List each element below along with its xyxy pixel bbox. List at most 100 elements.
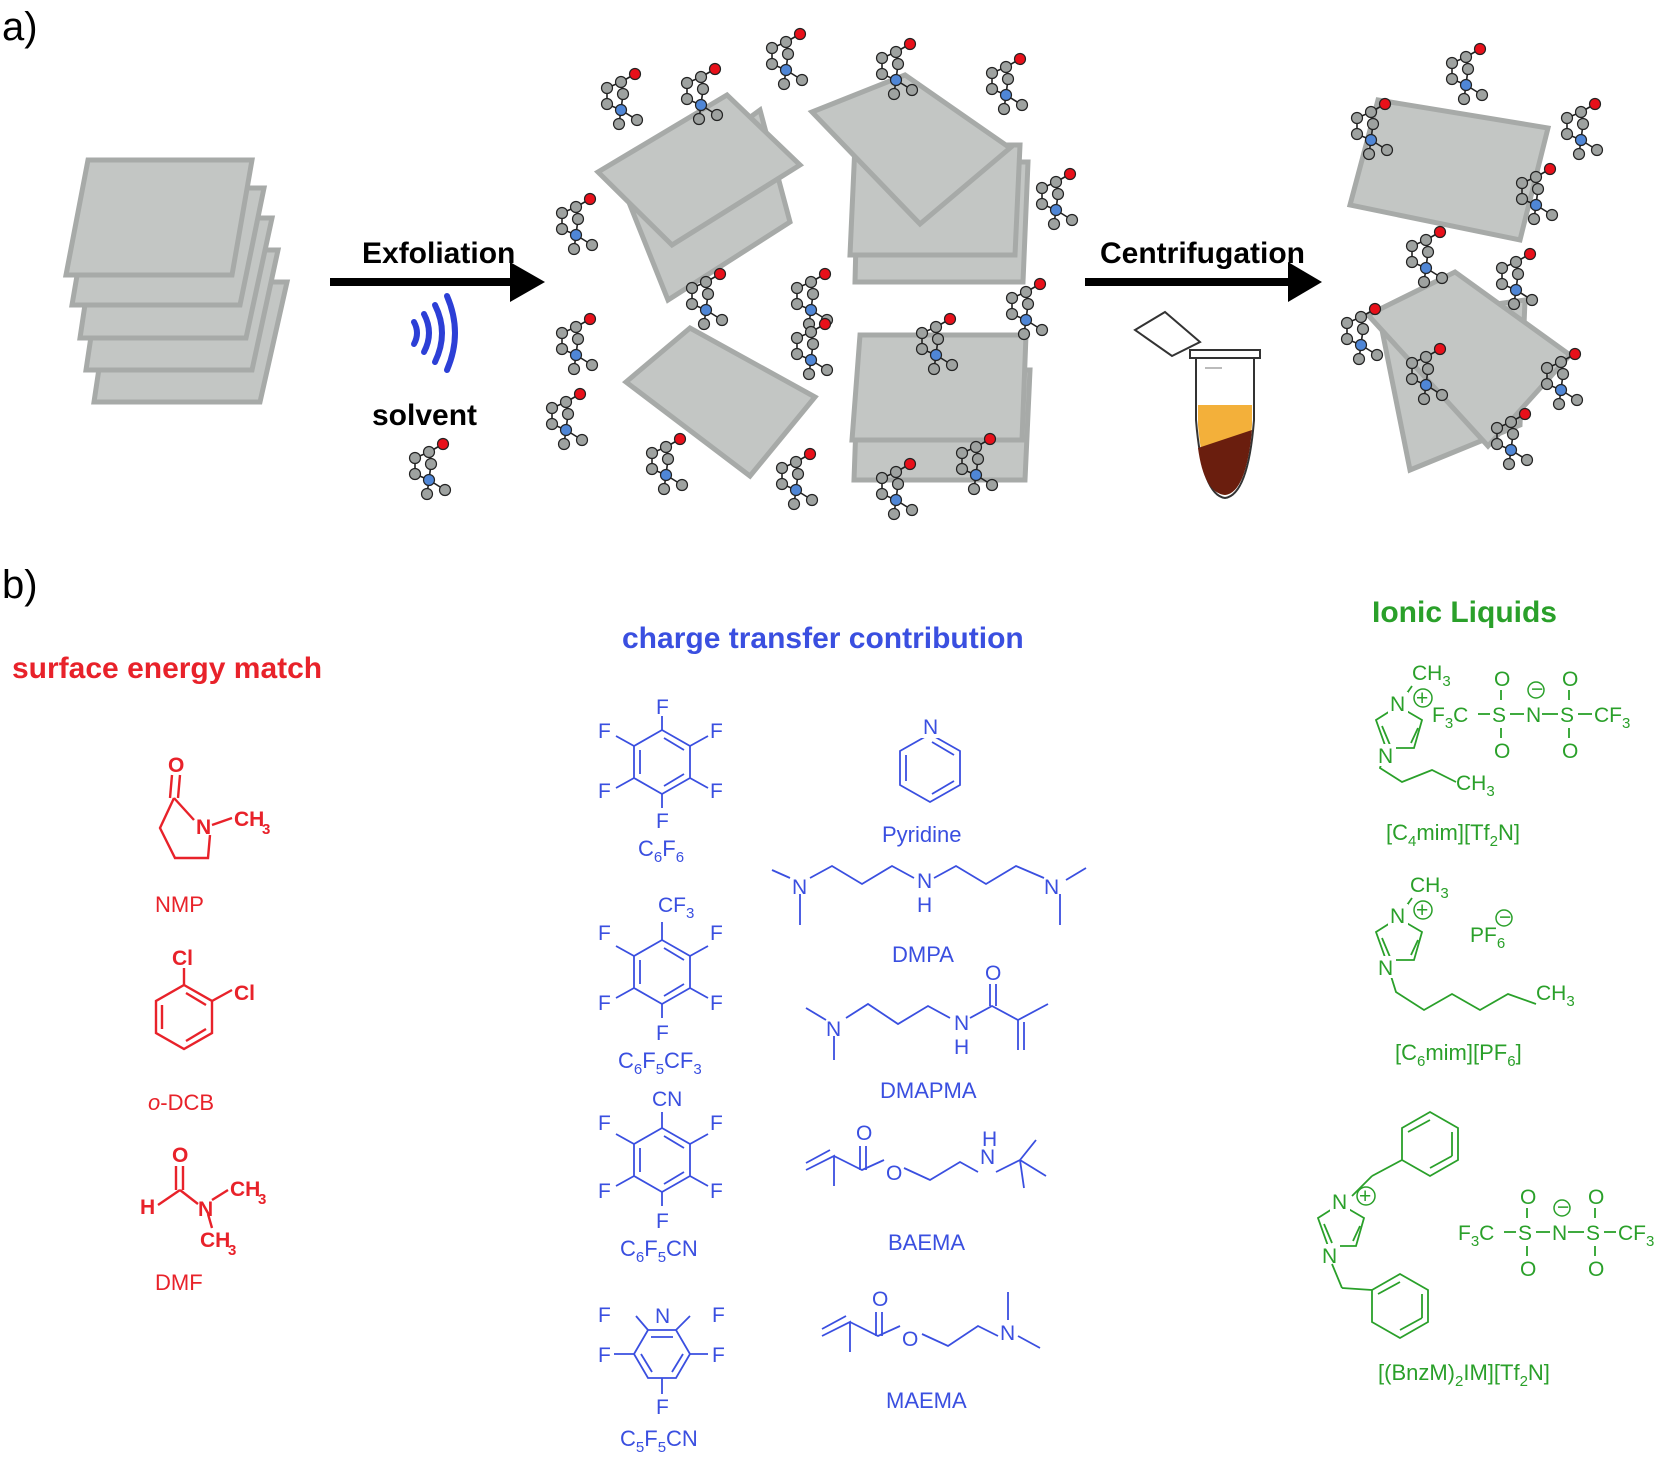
- dmf-structure: O H N CH 3 CH 3: [140, 1144, 266, 1259]
- svg-text:F3C: F3C: [1432, 704, 1468, 732]
- svg-text:F: F: [710, 780, 723, 803]
- svg-text:N: N: [792, 876, 807, 899]
- c6f6-label: C6F6: [638, 836, 684, 866]
- dcb-label: o-DCB: [148, 1090, 214, 1115]
- svg-text:O: O: [1520, 1186, 1536, 1209]
- c6f5cf3-structure: CF3 F F F F F: [598, 894, 723, 1045]
- svg-text:F: F: [712, 1344, 725, 1367]
- svg-text:N: N: [1044, 876, 1059, 899]
- exfoliation-arrow: [330, 262, 545, 302]
- svg-text:F: F: [598, 1112, 611, 1135]
- svg-text:CH3: CH3: [1410, 874, 1449, 902]
- c6f5cn-structure: CN F F F F F: [598, 1088, 723, 1233]
- svg-text:N: N: [1000, 1322, 1015, 1345]
- centrifuge-tube-icon: [1133, 310, 1261, 500]
- dmf-n: N: [198, 1198, 213, 1221]
- svg-text:CF3: CF3: [658, 894, 694, 922]
- svg-text:F: F: [712, 1304, 725, 1327]
- svg-text:N: N: [917, 870, 932, 893]
- dmf-o: O: [172, 1144, 188, 1167]
- final-sheets: [1346, 97, 1574, 474]
- svg-text:F: F: [598, 780, 611, 803]
- nmp-o: O: [168, 754, 184, 777]
- svg-text:O: O: [1588, 1186, 1604, 1209]
- panel-a-label: a): [2, 5, 38, 49]
- svg-text:O: O: [1494, 740, 1510, 763]
- dmf-ch3a: CH: [230, 1178, 260, 1201]
- il3-label: [(BnzM)2IM][Tf2N]: [1378, 1360, 1550, 1390]
- svg-text:O: O: [856, 1122, 872, 1145]
- svg-text:CF3: CF3: [1618, 1222, 1654, 1250]
- bulk-stack: [62, 157, 291, 405]
- charge-transfer-title: charge transfer contribution: [622, 622, 1024, 655]
- svg-text:N: N: [1378, 745, 1393, 768]
- svg-text:CN: CN: [652, 1088, 682, 1111]
- maema-label: MAEMA: [886, 1388, 967, 1413]
- svg-text:−: −: [1531, 678, 1543, 701]
- baema-label: BAEMA: [888, 1230, 965, 1255]
- c5f5cn-label: C5F5CN: [620, 1426, 698, 1456]
- nmp-ch3-sub: 3: [262, 821, 270, 838]
- nmp-ch3: CH: [234, 808, 264, 831]
- panel-b-label: b): [2, 563, 38, 607]
- dmpa-label: DMPA: [892, 942, 954, 967]
- c5f5cn-structure: N F F F F F: [598, 1304, 725, 1419]
- nmp-n: N: [196, 816, 211, 839]
- svg-text:F: F: [656, 1022, 669, 1045]
- dmapma-structure: N N H O: [805, 962, 1049, 1060]
- dispersion-sheets: [593, 72, 1033, 483]
- svg-text:CF3: CF3: [1594, 704, 1630, 732]
- svg-text:O: O: [985, 962, 1001, 985]
- svg-text:N: N: [1332, 1191, 1347, 1214]
- svg-text:S: S: [1518, 1222, 1532, 1245]
- dcb-cl1: Cl: [172, 947, 193, 970]
- dmf-label: DMF: [155, 1270, 203, 1295]
- svg-text:+: +: [1416, 687, 1428, 710]
- pyridine-structure: N: [899, 716, 961, 804]
- svg-text:F: F: [710, 720, 723, 743]
- il1-structure: N N + CH3 CH3 F3C S O O N − S O O CF3: [1374, 662, 1630, 800]
- svg-text:N: N: [655, 1305, 670, 1328]
- maema-structure: O O N: [821, 1288, 1041, 1352]
- svg-text:O: O: [1494, 668, 1510, 691]
- svg-text:+: +: [1416, 899, 1428, 922]
- svg-text:F: F: [710, 1180, 723, 1203]
- svg-text:N: N: [954, 1012, 969, 1035]
- sonication-icon: [411, 293, 458, 373]
- svg-text:N: N: [1526, 704, 1541, 727]
- centrifugation-label: Centrifugation: [1100, 237, 1305, 270]
- svg-text:F: F: [598, 1304, 611, 1327]
- c6f5cn-label: C6F5CN: [620, 1236, 698, 1266]
- exfoliation-label: Exfoliation: [362, 237, 515, 270]
- svg-text:CH3: CH3: [1456, 772, 1495, 800]
- solvent-molecule: [408, 437, 452, 501]
- dmapma-label: DMAPMA: [880, 1078, 977, 1103]
- svg-text:PF6: PF6: [1470, 924, 1505, 952]
- baema-structure: O O N H: [805, 1122, 1047, 1189]
- svg-text:H: H: [954, 1036, 969, 1059]
- svg-text:S: S: [1560, 704, 1574, 727]
- svg-text:F: F: [598, 922, 611, 945]
- svg-text:O: O: [902, 1328, 918, 1351]
- svg-text:F: F: [656, 696, 669, 719]
- nmp-structure: O N CH 3: [158, 754, 270, 860]
- svg-text:F: F: [710, 992, 723, 1015]
- svg-text:F: F: [598, 720, 611, 743]
- centrifugation-arrow: [1085, 262, 1322, 302]
- svg-text:F3C: F3C: [1458, 1222, 1494, 1250]
- svg-text:N: N: [980, 1146, 995, 1169]
- svg-text:O: O: [1562, 740, 1578, 763]
- svg-text:O: O: [1520, 1258, 1536, 1281]
- svg-text:O: O: [872, 1288, 888, 1311]
- svg-text:N: N: [1390, 905, 1405, 928]
- svg-text:N: N: [1552, 1222, 1567, 1245]
- svg-text:N: N: [1378, 957, 1393, 980]
- il2-label: [C6mim][PF6]: [1395, 1040, 1522, 1070]
- svg-text:F: F: [656, 1210, 669, 1233]
- svg-text:−: −: [1499, 906, 1511, 929]
- svg-text:−: −: [1557, 1196, 1569, 1219]
- dmf-h: H: [140, 1196, 155, 1219]
- il2-structure: N N + CH3 CH3 PF6 −: [1374, 874, 1575, 1012]
- svg-text:N: N: [1390, 693, 1405, 716]
- svg-text:N: N: [923, 716, 938, 739]
